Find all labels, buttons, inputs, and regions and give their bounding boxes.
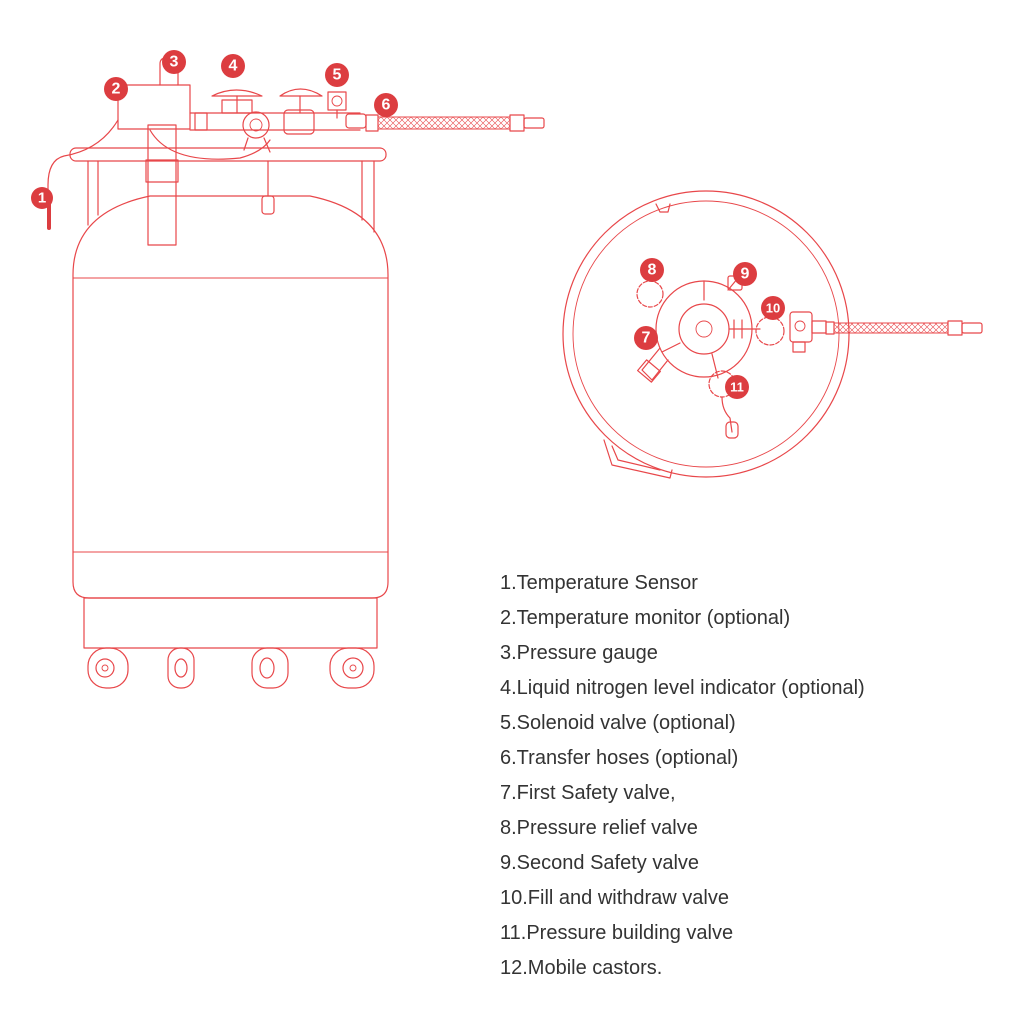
side-view-castors [87,647,375,689]
top-view-badges: 7 8 9 10 11 [634,258,785,399]
legend-item: 12.Mobile castors. [500,957,663,979]
svg-text:9: 9 [741,266,750,283]
side-view-fittings [47,57,367,230]
callout-badge: 7 [634,326,658,350]
valve-knob [636,280,664,308]
castor-wheel [167,647,195,689]
legend-item: 4.Liquid nitrogen level indicator (optio… [500,677,865,699]
valve-knob [755,316,785,346]
tank-base-skirt [83,597,378,649]
callout-badge: 6 [374,93,398,117]
valve-handwheel [211,89,263,97]
top-view-transfer-hose [825,320,983,336]
side-view-badges: 1 2 3 4 5 6 [31,50,398,209]
legend-item: 10.Fill and withdraw valve [500,887,729,909]
svg-text:11: 11 [730,380,744,395]
callout-badge: 3 [162,50,186,74]
svg-text:2: 2 [112,81,121,98]
parts-legend: 1.Temperature Sensor 2.Temperature monit… [500,566,865,986]
legend-item: 8.Pressure relief valve [500,817,698,839]
legend-item: 9.Second Safety valve [500,852,700,874]
callout-badge: 11 [725,375,749,399]
svg-text:10: 10 [766,301,780,316]
legend-item: 7.First Safety valve, [500,782,676,804]
transfer-hose [365,114,545,132]
callout-badge: 4 [221,54,245,78]
legend-item: 6.Transfer hoses (optional) [500,747,739,769]
castor-wheel [251,647,289,689]
side-view-tank [69,124,389,649]
callout-badge: 2 [104,77,128,101]
svg-text:1: 1 [38,190,46,207]
svg-text:3: 3 [170,54,179,71]
callout-badge: 5 [325,63,349,87]
castor-wheel [329,647,375,689]
callout-badge: 1 [31,187,53,209]
callout-badge: 8 [640,258,664,282]
svg-text:4: 4 [229,58,238,75]
svg-text:6: 6 [382,97,391,114]
svg-text:5: 5 [333,67,342,84]
legend-item: 11.Pressure building valve [500,922,734,944]
temperature-monitor-box [117,84,191,130]
top-view-outer-rim [562,190,850,478]
castor-wheel [87,647,129,689]
callout-badge: 10 [761,296,785,320]
tank-body [72,195,389,599]
svg-text:8: 8 [648,262,657,279]
tank-neck [147,124,177,246]
svg-text:7: 7 [642,330,651,347]
legend-item: 5.Solenoid valve (optional) [500,712,736,734]
callout-badge: 9 [733,262,757,286]
legend-item: 2.Temperature monitor (optional) [500,607,791,629]
top-view-tank [562,190,850,479]
legend-item: 1.Temperature Sensor [500,572,698,594]
valve-handwheel [279,88,323,97]
legend-item: 3.Pressure gauge [500,642,658,664]
